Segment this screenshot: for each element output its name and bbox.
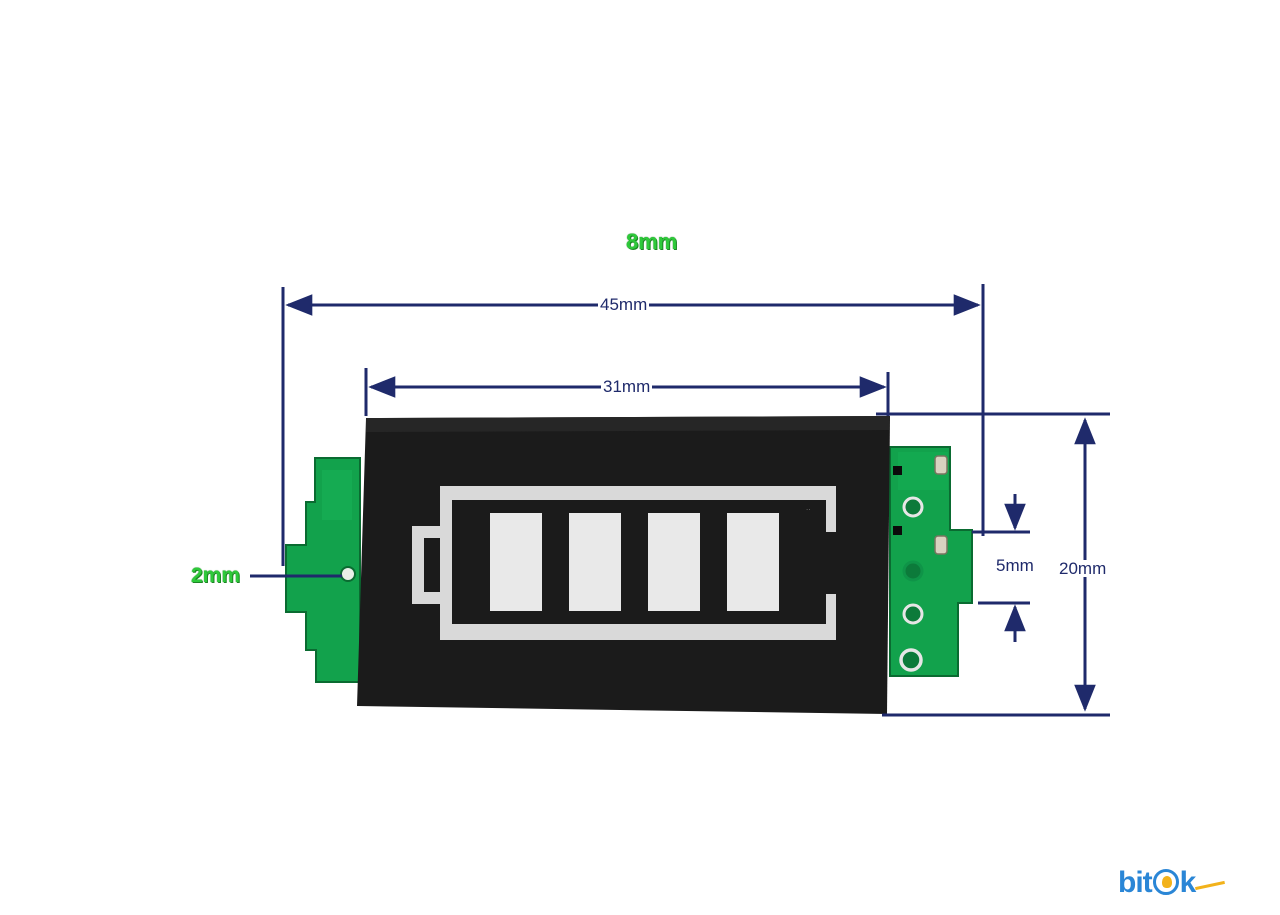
pin-hole — [902, 496, 924, 518]
pin-hole — [902, 603, 924, 625]
tab-hole-label: 2mm — [191, 564, 241, 587]
height-label: 20mm — [1057, 559, 1109, 578]
brand-suffix: k — [1179, 866, 1197, 899]
top-dimension-note: 8mm — [626, 229, 678, 254]
pin-hole — [899, 648, 923, 672]
battery-segment — [727, 513, 779, 611]
brand-prefix: bit — [1118, 866, 1153, 899]
overall-width-label: 45mm — [598, 295, 650, 314]
svg-text:..: .. — [806, 503, 810, 512]
battery-segment — [648, 513, 700, 611]
battery-segments — [490, 513, 779, 611]
mounting-hole — [340, 566, 356, 582]
brand-o-icon — [1152, 869, 1179, 895]
smd-component — [893, 526, 902, 535]
brand-swoosh-icon — [1195, 876, 1225, 890]
solder-pad — [934, 455, 948, 475]
display-body: .. — [357, 416, 890, 714]
solder-pad — [934, 535, 948, 555]
right-pcb — [889, 446, 973, 677]
smd-component — [893, 466, 902, 475]
pin-hole — [902, 560, 924, 582]
battery-outline — [412, 486, 836, 640]
battery-segment — [490, 513, 542, 611]
pin-pitch-label: 5mm — [996, 556, 1034, 575]
display-width-label: 31mm — [601, 377, 653, 396]
left-pcb-tab — [285, 457, 361, 683]
battery-segment — [569, 513, 621, 611]
